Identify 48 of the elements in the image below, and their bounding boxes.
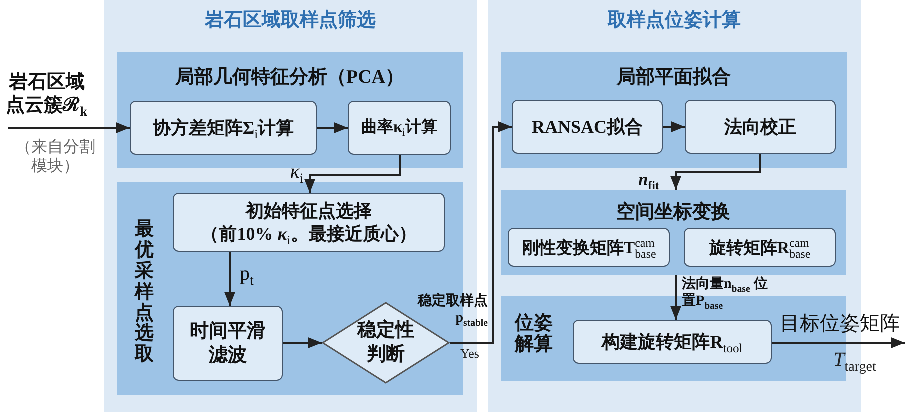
group-title: 局部平面拟合: [616, 66, 732, 90]
edge-label: 目标位姿矩阵: [779, 312, 901, 336]
box-label: （前10% κ$_{i}$。最接近质心）: [201, 222, 417, 245]
group-title: 位姿解算: [515, 314, 553, 356]
arrow: [8, 122, 130, 134]
group-title: 空间坐标变换: [616, 200, 732, 225]
decision-label: 稳定性判断: [356, 319, 416, 367]
edge-label: n$_{fit}$: [638, 170, 660, 190]
group-title: 局部几何特征分析（PCA）: [174, 66, 406, 90]
edge-label: 岩石区域点云簇ℛ$_{k}$: [6, 72, 88, 118]
box-label: 初始特征点选择: [246, 200, 372, 222]
arrow: [450, 121, 512, 344]
arrow: [317, 122, 348, 134]
group-panel: [501, 190, 846, 275]
box-label: 协方差矩阵Σ$_{i}$计算: [152, 116, 294, 140]
box-label: 法向校正: [724, 116, 796, 138]
section-title: 取样点位姿计算: [606, 8, 742, 33]
note-label: T$_{target}$: [832, 348, 878, 372]
section-title: 岩石区域取样点筛选: [204, 8, 377, 33]
arrow: [304, 155, 401, 193]
group-panel: [501, 52, 847, 168]
process-box: [173, 193, 445, 252]
arrow: [224, 252, 236, 306]
process-box: [508, 228, 670, 267]
process-box: [685, 100, 836, 154]
arrow: [772, 337, 905, 349]
edge-label: κ$_{i}$: [289, 160, 305, 184]
edge-label: 法向量n$_{base}$ 位置P$_{base}$: [682, 277, 769, 311]
process-box: [512, 100, 663, 154]
box-label: 曲率κ$_{i}$计算: [362, 118, 438, 138]
note-label: Yes: [460, 346, 480, 362]
group-panel: [117, 52, 463, 168]
process-box: [173, 306, 283, 381]
edge-label: p$_{t}$: [240, 262, 255, 286]
box-label: RANSAC拟合: [532, 116, 643, 138]
arrow: [283, 337, 322, 349]
process-box: [573, 320, 772, 364]
arrow: [670, 154, 761, 190]
note-label: （来自分割模块）: [14, 138, 97, 176]
group-title: 最优采样点选取: [135, 220, 154, 366]
box-label: 时间平滑滤波: [189, 320, 267, 368]
process-box: [348, 101, 451, 155]
box-label: 构建旋转矩阵R$_{tool}$: [602, 330, 743, 354]
process-box: [130, 101, 317, 155]
arrow: [670, 275, 682, 320]
process-box: [684, 228, 836, 267]
edge-label: 稳定取样点 p$_{stable}$: [416, 294, 488, 328]
arrow: [663, 121, 685, 133]
